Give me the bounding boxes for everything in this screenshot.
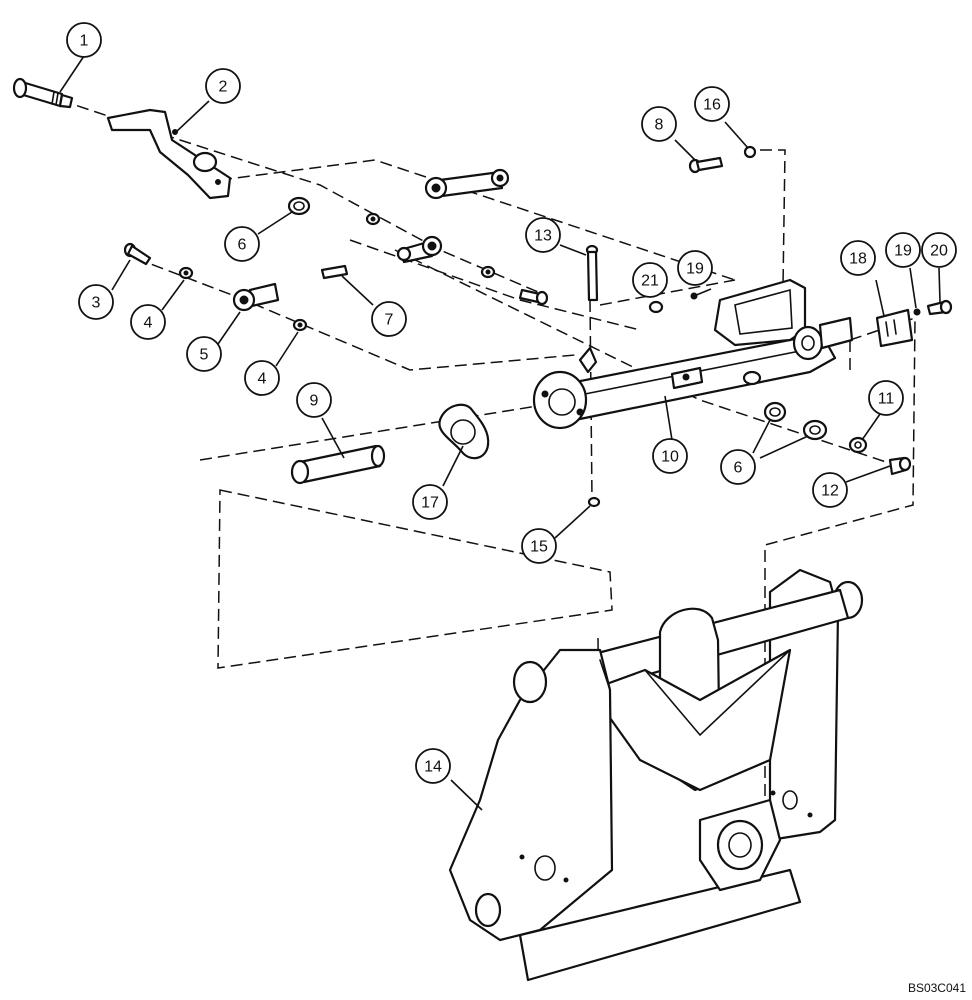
part-rod-end-5 bbox=[232, 282, 280, 312]
part-frame-14 bbox=[448, 568, 864, 982]
part-bolt-right bbox=[518, 288, 549, 306]
part-pin-9 bbox=[290, 444, 386, 485]
callout-21: 21 bbox=[632, 262, 668, 298]
part-nut-21 bbox=[648, 300, 664, 314]
part-bolt-20 bbox=[926, 299, 953, 316]
svg-text:19: 19 bbox=[894, 243, 912, 260]
callout-20: 20 bbox=[921, 232, 957, 268]
part-washer-6-lower-right bbox=[802, 419, 828, 441]
leader-lines bbox=[59, 55, 941, 811]
part-bolt-13 bbox=[585, 244, 599, 302]
callout-6-upper: 6 bbox=[224, 226, 260, 262]
part-link-rod-upper bbox=[424, 168, 510, 200]
part-washer-right bbox=[480, 265, 496, 279]
callouts: 1 2 3 4 5 4 6 7 8 16 13 21 19 18 19 20 1… bbox=[66, 22, 957, 784]
callout-10: 10 bbox=[652, 438, 688, 474]
callout-13: 13 bbox=[525, 217, 561, 253]
part-plate-18 bbox=[875, 308, 914, 348]
svg-text:5: 5 bbox=[200, 347, 209, 364]
callout-14: 14 bbox=[415, 748, 451, 784]
callout-2: 2 bbox=[205, 68, 241, 104]
callout-6-lower: 6 bbox=[720, 449, 756, 485]
svg-text:16: 16 bbox=[703, 97, 721, 114]
callout-11: 11 bbox=[868, 380, 904, 416]
svg-text:11: 11 bbox=[878, 391, 895, 408]
svg-text:7: 7 bbox=[385, 312, 394, 329]
callout-19-right: 19 bbox=[885, 232, 921, 268]
callout-18: 18 bbox=[840, 240, 876, 276]
svg-text:18: 18 bbox=[849, 251, 867, 268]
part-link-rod-lower bbox=[396, 235, 443, 264]
part-washer-16 bbox=[743, 145, 757, 159]
callout-16: 16 bbox=[694, 86, 730, 122]
callout-1: 1 bbox=[66, 22, 102, 58]
svg-text:12: 12 bbox=[821, 483, 839, 500]
part-washer-4-lower bbox=[292, 318, 308, 332]
callout-8: 8 bbox=[641, 106, 677, 142]
callout-17: 17 bbox=[412, 484, 448, 520]
part-lever-2 bbox=[106, 108, 232, 200]
svg-text:15: 15 bbox=[530, 539, 548, 556]
svg-text:13: 13 bbox=[534, 228, 552, 245]
svg-text:3: 3 bbox=[92, 295, 101, 312]
part-pin-7 bbox=[320, 264, 349, 280]
part-washer-6-lower-left bbox=[763, 401, 787, 423]
svg-text:1: 1 bbox=[80, 33, 89, 50]
callout-19-left: 19 bbox=[677, 250, 713, 286]
svg-text:20: 20 bbox=[930, 243, 948, 260]
callout-12: 12 bbox=[812, 472, 848, 508]
callout-7: 7 bbox=[371, 301, 407, 337]
svg-text:17: 17 bbox=[421, 495, 439, 512]
part-washer-6-upper bbox=[287, 196, 311, 216]
svg-text:10: 10 bbox=[661, 449, 679, 466]
part-housing-10 bbox=[532, 278, 854, 430]
part-washer-11 bbox=[848, 436, 868, 454]
svg-text:6: 6 bbox=[238, 237, 247, 254]
part-gasket-17 bbox=[438, 403, 490, 460]
svg-text:6: 6 bbox=[734, 460, 743, 477]
svg-text:14: 14 bbox=[424, 759, 442, 776]
svg-text:4: 4 bbox=[144, 315, 153, 332]
part-nut-15 bbox=[587, 496, 601, 508]
drawing-code: BS03C041 bbox=[908, 981, 966, 995]
svg-text:4: 4 bbox=[258, 371, 267, 388]
callout-4: 4 bbox=[130, 304, 166, 340]
callout-3: 3 bbox=[78, 284, 114, 320]
callout-9: 9 bbox=[296, 382, 332, 418]
svg-text:8: 8 bbox=[655, 117, 664, 134]
callout-5: 5 bbox=[186, 336, 222, 372]
part-small-washer-upper bbox=[365, 212, 381, 226]
callout-15: 15 bbox=[521, 528, 557, 564]
part-washer-4-upper bbox=[178, 266, 194, 280]
part-plug-12 bbox=[888, 456, 912, 476]
svg-text:2: 2 bbox=[219, 79, 228, 96]
svg-text:9: 9 bbox=[310, 393, 319, 410]
callout-4b: 4 bbox=[244, 360, 280, 396]
svg-text:19: 19 bbox=[686, 261, 704, 278]
part-bolt-1 bbox=[12, 77, 74, 109]
svg-text:21: 21 bbox=[641, 273, 659, 290]
part-screw-3 bbox=[123, 242, 152, 266]
part-washer-19-right bbox=[913, 308, 921, 316]
